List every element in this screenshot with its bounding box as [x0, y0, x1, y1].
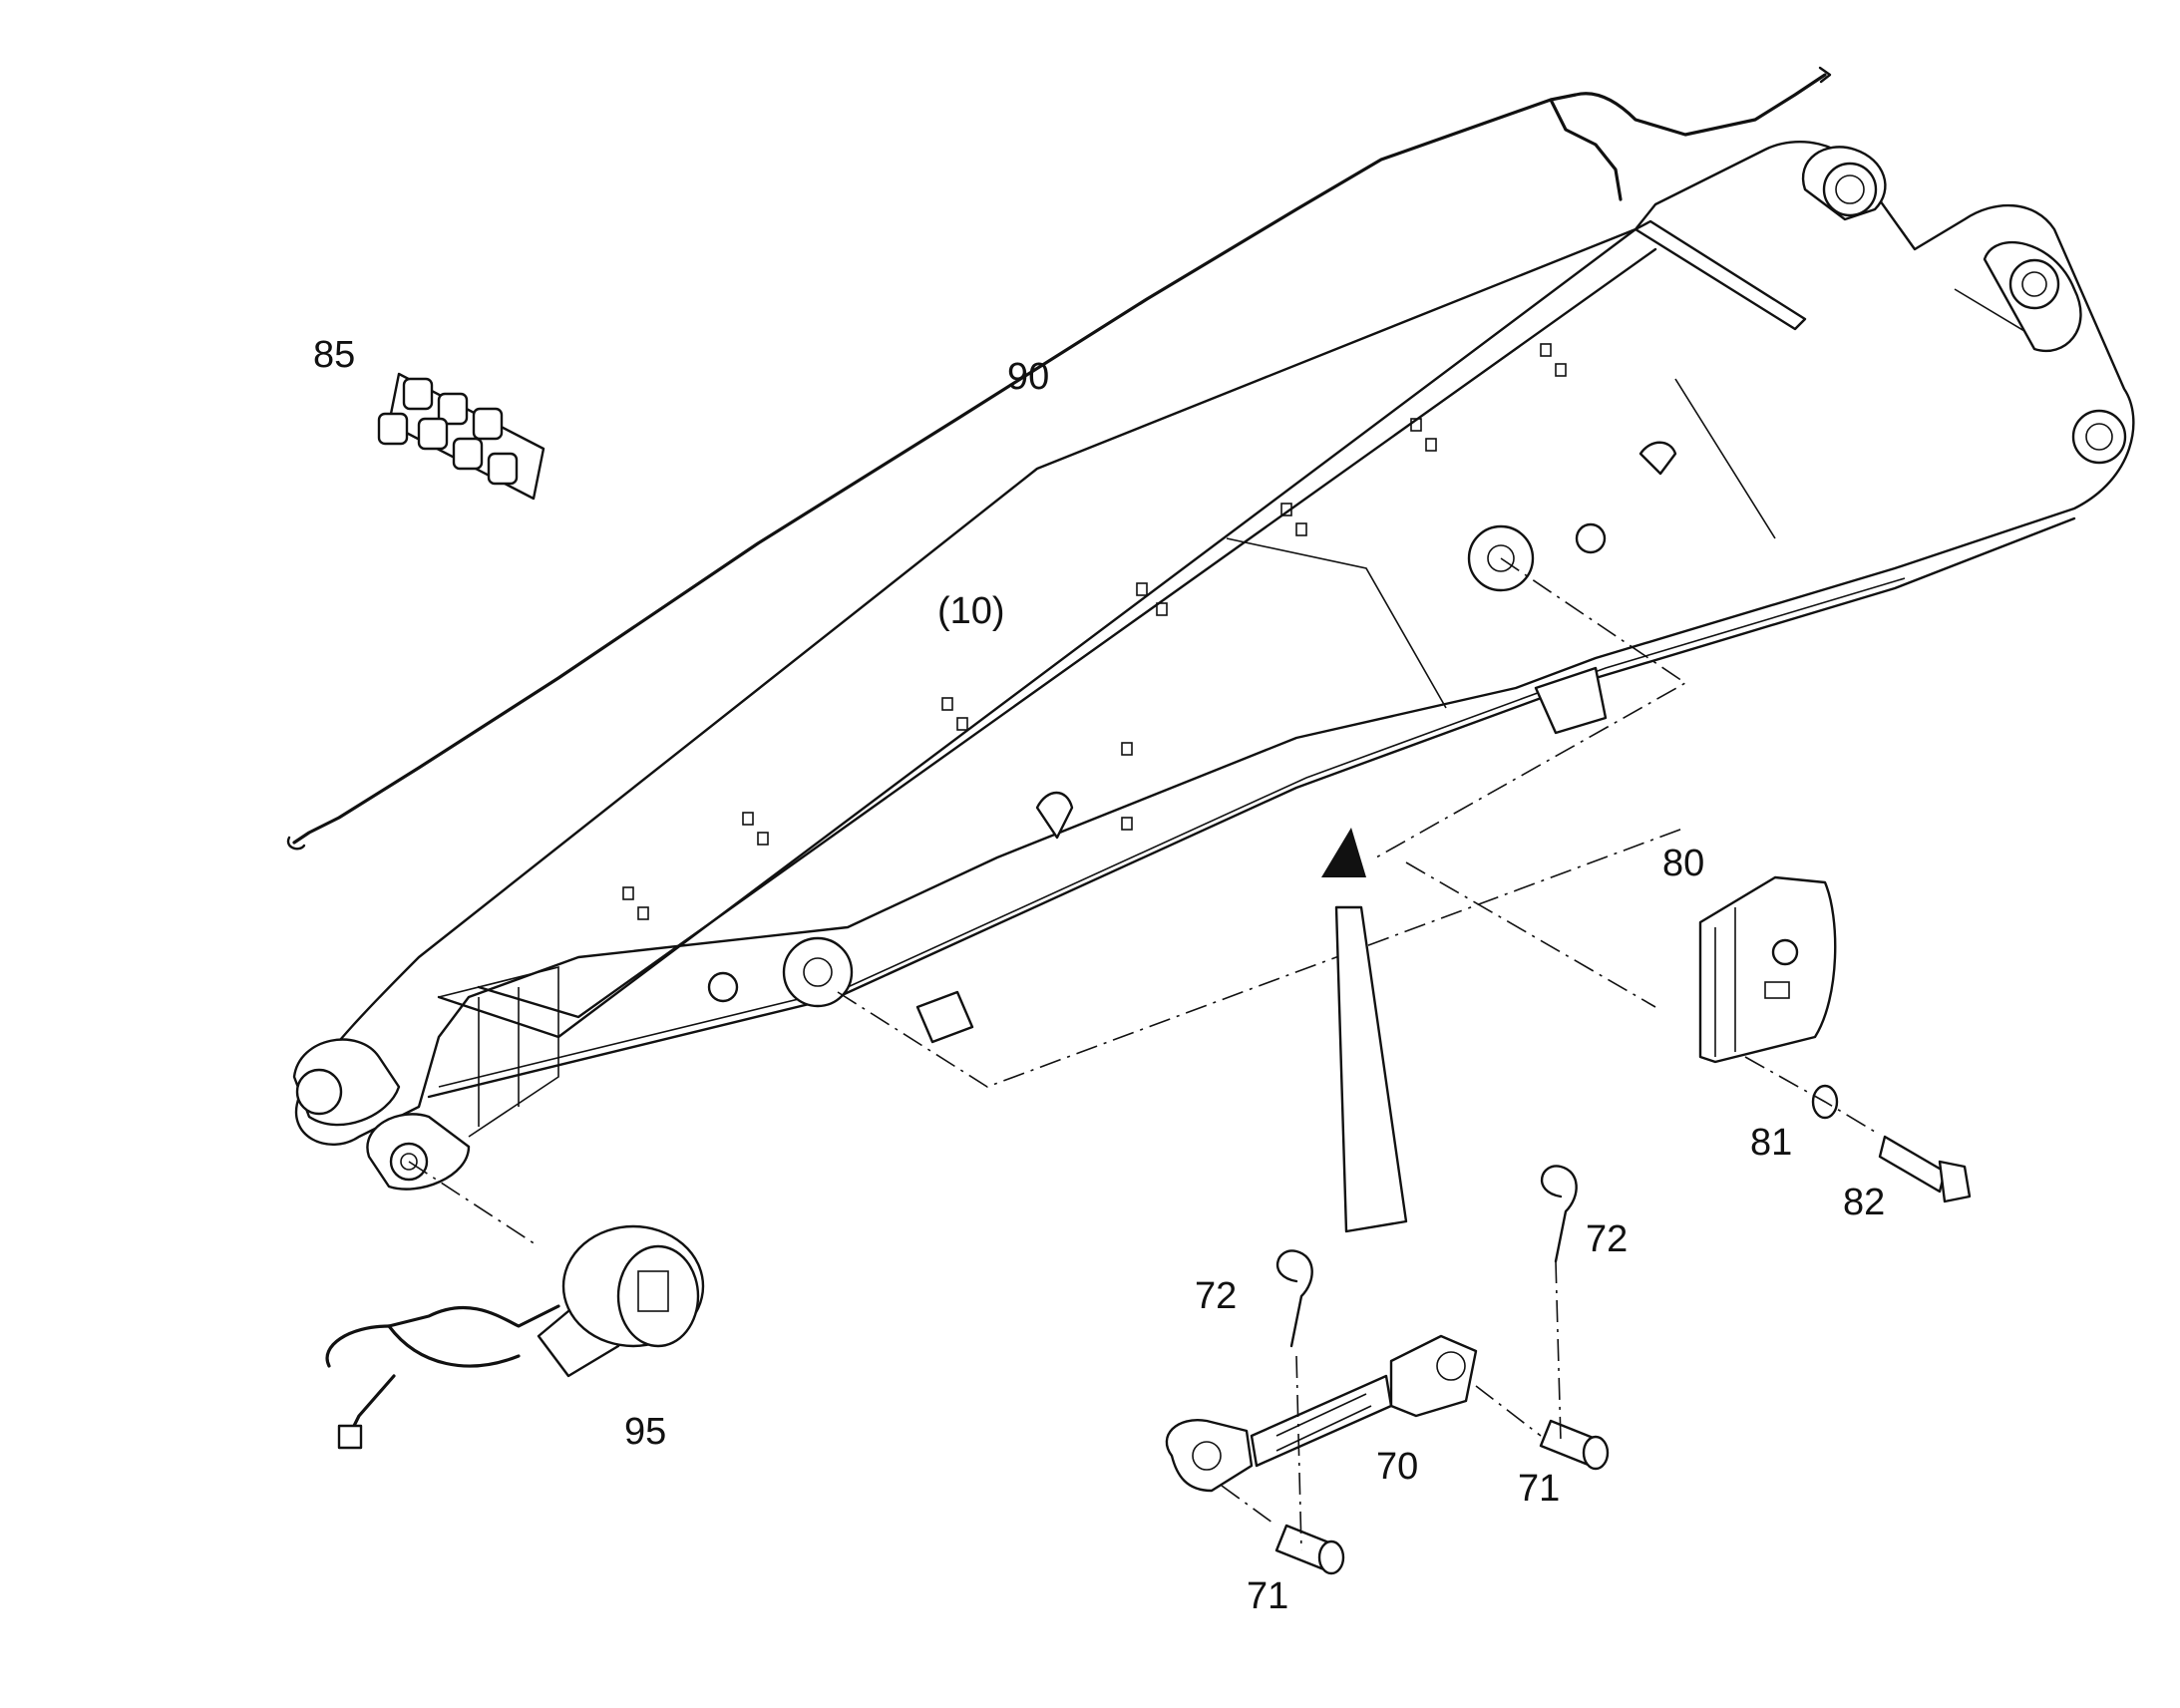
angle-sensor: [325, 1224, 705, 1450]
manifold-valve-block: [377, 372, 545, 501]
callout-72-left: 72: [1195, 1275, 1237, 1317]
boom-cylinder-bore-lower: [2071, 409, 2127, 465]
callout-72-right: 72: [1586, 1218, 1628, 1260]
callout-95: 95: [624, 1411, 666, 1453]
callout-82: 82: [1843, 1182, 1885, 1223]
harness-end-connector: [286, 836, 306, 851]
bolt: [1878, 1135, 1972, 1203]
callout-71-bottom: 71: [1247, 1575, 1288, 1617]
boom-cable-clamps: [622, 343, 1567, 920]
boom-bracket-4: [1638, 441, 1677, 476]
wiring-harness: [292, 73, 1827, 845]
callout-90: 90: [1007, 356, 1049, 398]
r-clip-left: [1276, 1249, 1313, 1348]
boom-cylinder-bore-upper: [2008, 258, 2060, 310]
boom-seam-1: [1226, 537, 1447, 709]
boom-lower-edge: [427, 516, 2076, 1099]
boom-boss-1: [707, 971, 739, 1003]
boom-boss-4: [1575, 522, 1607, 554]
bracket-plate: [1698, 875, 1837, 1064]
boom-bracket-3: [1035, 791, 1074, 840]
pin-left: [1274, 1524, 1345, 1575]
callout-71-right: 71: [1518, 1468, 1560, 1510]
boom-tip-bore-left: [295, 1068, 343, 1116]
leader-lines: [408, 557, 1876, 1551]
r-clip-right: [1541, 1165, 1578, 1263]
harness-connector: [1818, 66, 1832, 84]
boom-top-strip: [1634, 219, 1807, 331]
harness-branch: [1549, 98, 1623, 201]
boom-base-bore: [1822, 162, 1878, 217]
callout-80: 80: [1662, 843, 1704, 884]
callout-labels: 85 90 (10) 80 81 82 72 72 70 71 71 95: [313, 334, 1885, 1617]
turnbuckle-link: [1165, 1334, 1478, 1493]
boom-lower-edge-inner: [438, 577, 1906, 1088]
boom-assembly: [292, 141, 2135, 1191]
callout-85: 85: [313, 334, 355, 376]
boom-top-edge-inner: [477, 247, 1657, 1019]
boom-seam-2: [1674, 378, 1776, 539]
pin-right: [1539, 1419, 1610, 1471]
boom-bracket-2: [1534, 666, 1608, 735]
callout-81: 81: [1750, 1122, 1792, 1164]
callout-10: (10): [937, 590, 1005, 632]
boom-body: [294, 141, 2135, 1147]
boom-bracket-1: [915, 990, 974, 1044]
callout-70: 70: [1376, 1446, 1418, 1488]
view-direction-arrow: [1321, 828, 1408, 1233]
boom-tip-box: [438, 965, 559, 1138]
boom-boss-2: [782, 936, 854, 1008]
